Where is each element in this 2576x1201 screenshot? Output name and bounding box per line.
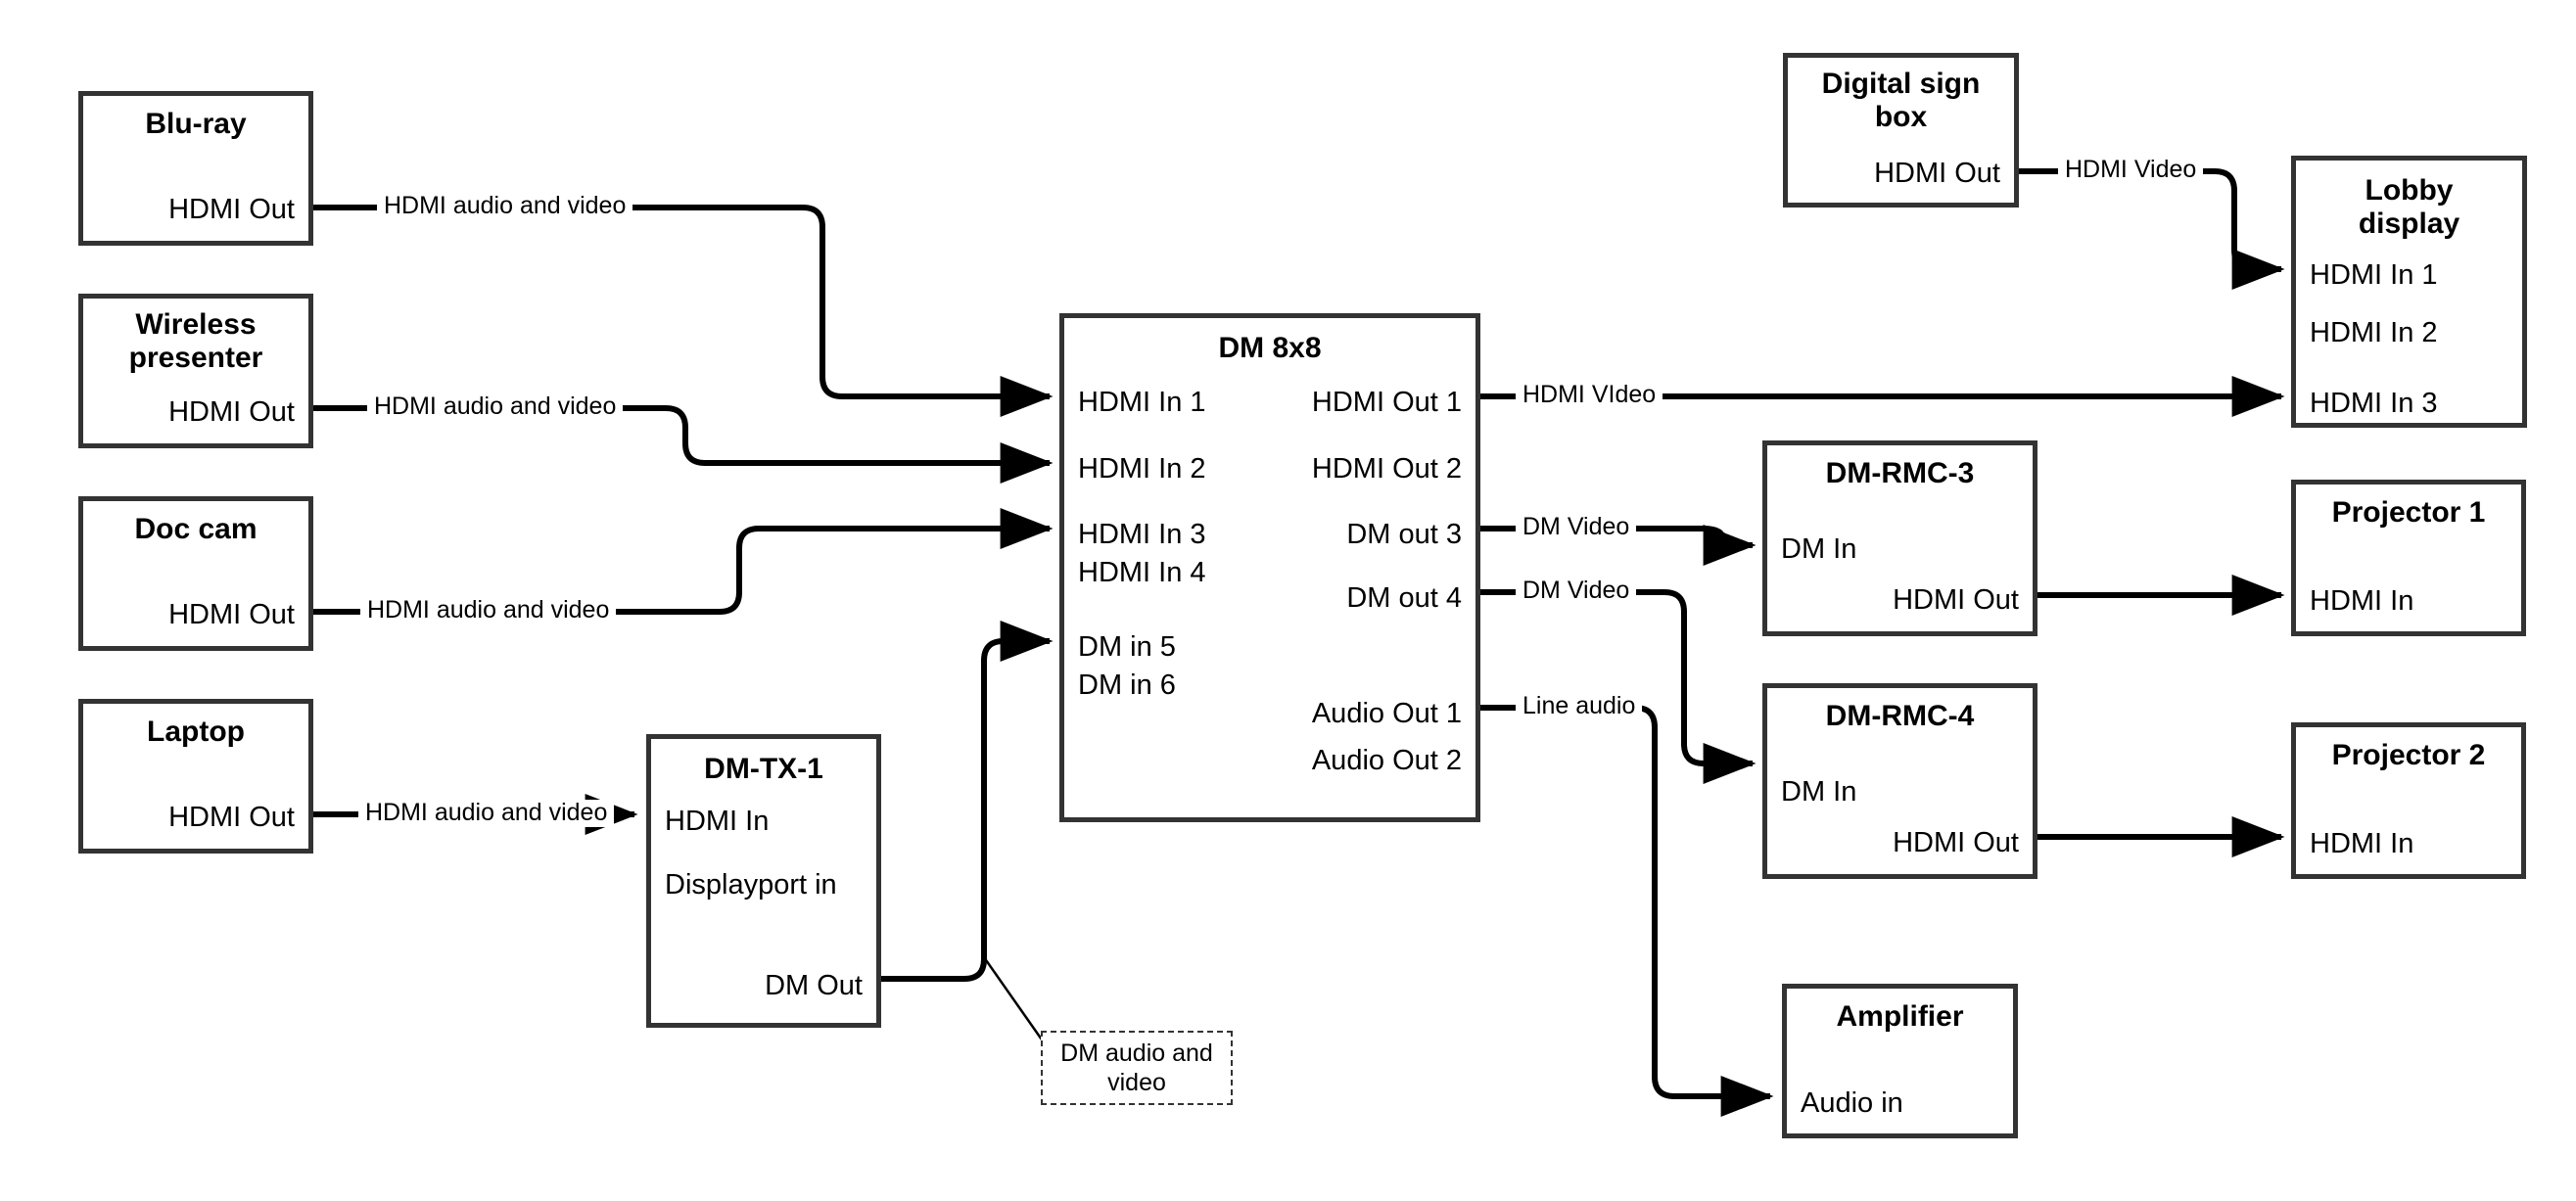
wire-dm-dmout4-to-rmc4 <box>1480 589 1756 784</box>
node-amplifier[interactable]: Amplifier Audio in <box>1782 984 2018 1138</box>
dm-8x8-output-dm-out-3[interactable]: DM out 3 <box>1346 519 1462 550</box>
dm-rmc-4-port-dm-in[interactable]: DM In <box>1781 776 1857 808</box>
blu-ray-port-hdmi-out[interactable]: HDMI Out <box>168 194 295 225</box>
doc-cam-title: Doc cam <box>134 513 258 545</box>
lobby-display-input-hdmi-in-1[interactable]: HDMI In 1 <box>2310 259 2438 291</box>
lobby-display-title: Lobby display <box>2358 174 2460 240</box>
amplifier-port-audio-in[interactable]: Audio in <box>1801 1087 1903 1119</box>
dm-8x8-output-dm-out-4[interactable]: DM out 4 <box>1346 582 1462 614</box>
wireless-presenter-title: Wireless presenter <box>128 308 263 374</box>
node-doc-cam[interactable]: Doc cam HDMI Out <box>78 496 313 651</box>
dm-8x8-output-audio-out-1[interactable]: Audio Out 1 <box>1311 698 1462 729</box>
dm-rmc-3-port-dm-in[interactable]: DM In <box>1781 533 1857 565</box>
wire-digitalsign-to-lobby-hdmi-in-1 <box>2019 168 2285 290</box>
edge-label-laptop-to-dmtx1: HDMI audio and video <box>358 799 615 827</box>
edge-label-bluray-to-dm: HDMI audio and video <box>377 192 633 220</box>
laptop-title: Laptop <box>147 716 245 748</box>
wireless-presenter-port-hdmi-out[interactable]: HDMI Out <box>168 396 295 428</box>
wire-bluray-to-dm-hdmi-in-1 <box>313 205 1054 417</box>
wire-dm-audioout1-to-amplifier <box>1480 705 1774 1117</box>
edge-label-audioout1-to-amplifier: Line audio <box>1516 692 1643 720</box>
lobby-display-input-hdmi-in-2[interactable]: HDMI In 2 <box>2310 317 2438 348</box>
node-dm-rmc-4[interactable]: DM-RMC-4 DM In HDMI Out <box>1762 683 2037 879</box>
dm-8x8-input-hdmi-in-3[interactable]: HDMI In 3 <box>1078 519 1206 550</box>
dm-tx-1-port-hdmi-in[interactable]: HDMI In <box>665 806 770 837</box>
amplifier-title: Amplifier <box>1836 1000 1964 1033</box>
dm-tx-1-port-dm-out[interactable]: DM Out <box>765 970 863 1001</box>
dm-rmc-4-title: DM-RMC-4 <box>1825 700 1975 732</box>
projector-1-port-hdmi-in[interactable]: HDMI In <box>2310 585 2414 617</box>
dm-rmc-3-title: DM-RMC-3 <box>1825 457 1975 489</box>
laptop-port-hdmi-out[interactable]: HDMI Out <box>168 802 295 833</box>
dm-8x8-input-hdmi-in-1[interactable]: HDMI In 1 <box>1078 387 1206 418</box>
projector-2-title: Projector 2 <box>2331 739 2486 771</box>
node-laptop[interactable]: Laptop HDMI Out <box>78 699 313 854</box>
edge-label-dmout3-to-rmc3: DM Video <box>1516 513 1637 541</box>
digital-sign-box-title: Digital sign box <box>1821 68 1981 133</box>
dm-8x8-output-hdmi-out-2[interactable]: HDMI Out 2 <box>1311 453 1462 485</box>
edge-label-digitalsign-to-lobby: HDMI Video <box>2058 156 2204 184</box>
edge-label-hdmiout1-to-lobby: HDMI VIdeo <box>1516 381 1663 409</box>
dm-8x8-input-hdmi-in-4[interactable]: HDMI In 4 <box>1078 557 1206 588</box>
edge-label-wireless-to-dm: HDMI audio and video <box>367 393 624 421</box>
note-dm-audio-and-video: DM audio and video <box>1041 1031 1233 1105</box>
node-dm-8x8[interactable]: DM 8x8 HDMI In 1 HDMI In 2 HDMI In 3 HDM… <box>1059 313 1480 822</box>
dm-8x8-output-hdmi-out-1[interactable]: HDMI Out 1 <box>1311 387 1462 418</box>
node-projector-2[interactable]: Projector 2 HDMI In <box>2291 722 2526 879</box>
edge-label-dmout4-to-rmc4: DM Video <box>1516 577 1637 605</box>
dm-tx-1-port-displayport-in[interactable]: Displayport in <box>665 869 837 901</box>
node-lobby-display[interactable]: Lobby display HDMI In 1 HDMI In 2 HDMI I… <box>2291 156 2527 428</box>
node-blu-ray[interactable]: Blu-ray HDMI Out <box>78 91 313 246</box>
node-wireless-presenter[interactable]: Wireless presenter HDMI Out <box>78 294 313 448</box>
node-digital-sign-box[interactable]: Digital sign box HDMI Out <box>1783 53 2019 208</box>
dm-8x8-input-dm-in-5[interactable]: DM in 5 <box>1078 631 1176 663</box>
lobby-display-input-hdmi-in-3[interactable]: HDMI In 3 <box>2310 388 2438 419</box>
projector-2-port-hdmi-in[interactable]: HDMI In <box>2310 828 2414 859</box>
dm-rmc-3-port-hdmi-out[interactable]: HDMI Out <box>1893 584 2019 616</box>
node-dm-rmc-3[interactable]: DM-RMC-3 DM In HDMI Out <box>1762 440 2037 636</box>
dm-8x8-output-audio-out-2[interactable]: Audio Out 2 <box>1311 745 1462 776</box>
dm-8x8-input-hdmi-in-2[interactable]: HDMI In 2 <box>1078 453 1206 485</box>
edge-label-doccam-to-dm: HDMI audio and video <box>360 596 617 624</box>
blu-ray-title: Blu-ray <box>145 108 247 140</box>
dm-rmc-4-port-hdmi-out[interactable]: HDMI Out <box>1893 827 2019 858</box>
digital-sign-box-port-hdmi-out[interactable]: HDMI Out <box>1874 158 2000 189</box>
dm-8x8-title: DM 8x8 <box>1218 332 1322 364</box>
dm-tx-1-title: DM-TX-1 <box>704 753 823 785</box>
node-projector-1[interactable]: Projector 1 HDMI In <box>2291 480 2526 636</box>
dm-8x8-input-dm-in-6[interactable]: DM in 6 <box>1078 670 1176 701</box>
node-dm-tx-1[interactable]: DM-TX-1 HDMI In Displayport in DM Out <box>646 734 881 1028</box>
projector-1-title: Projector 1 <box>2331 496 2486 529</box>
wire-dmtx1-to-dm-in-5 <box>881 621 1054 982</box>
doc-cam-port-hdmi-out[interactable]: HDMI Out <box>168 599 295 630</box>
